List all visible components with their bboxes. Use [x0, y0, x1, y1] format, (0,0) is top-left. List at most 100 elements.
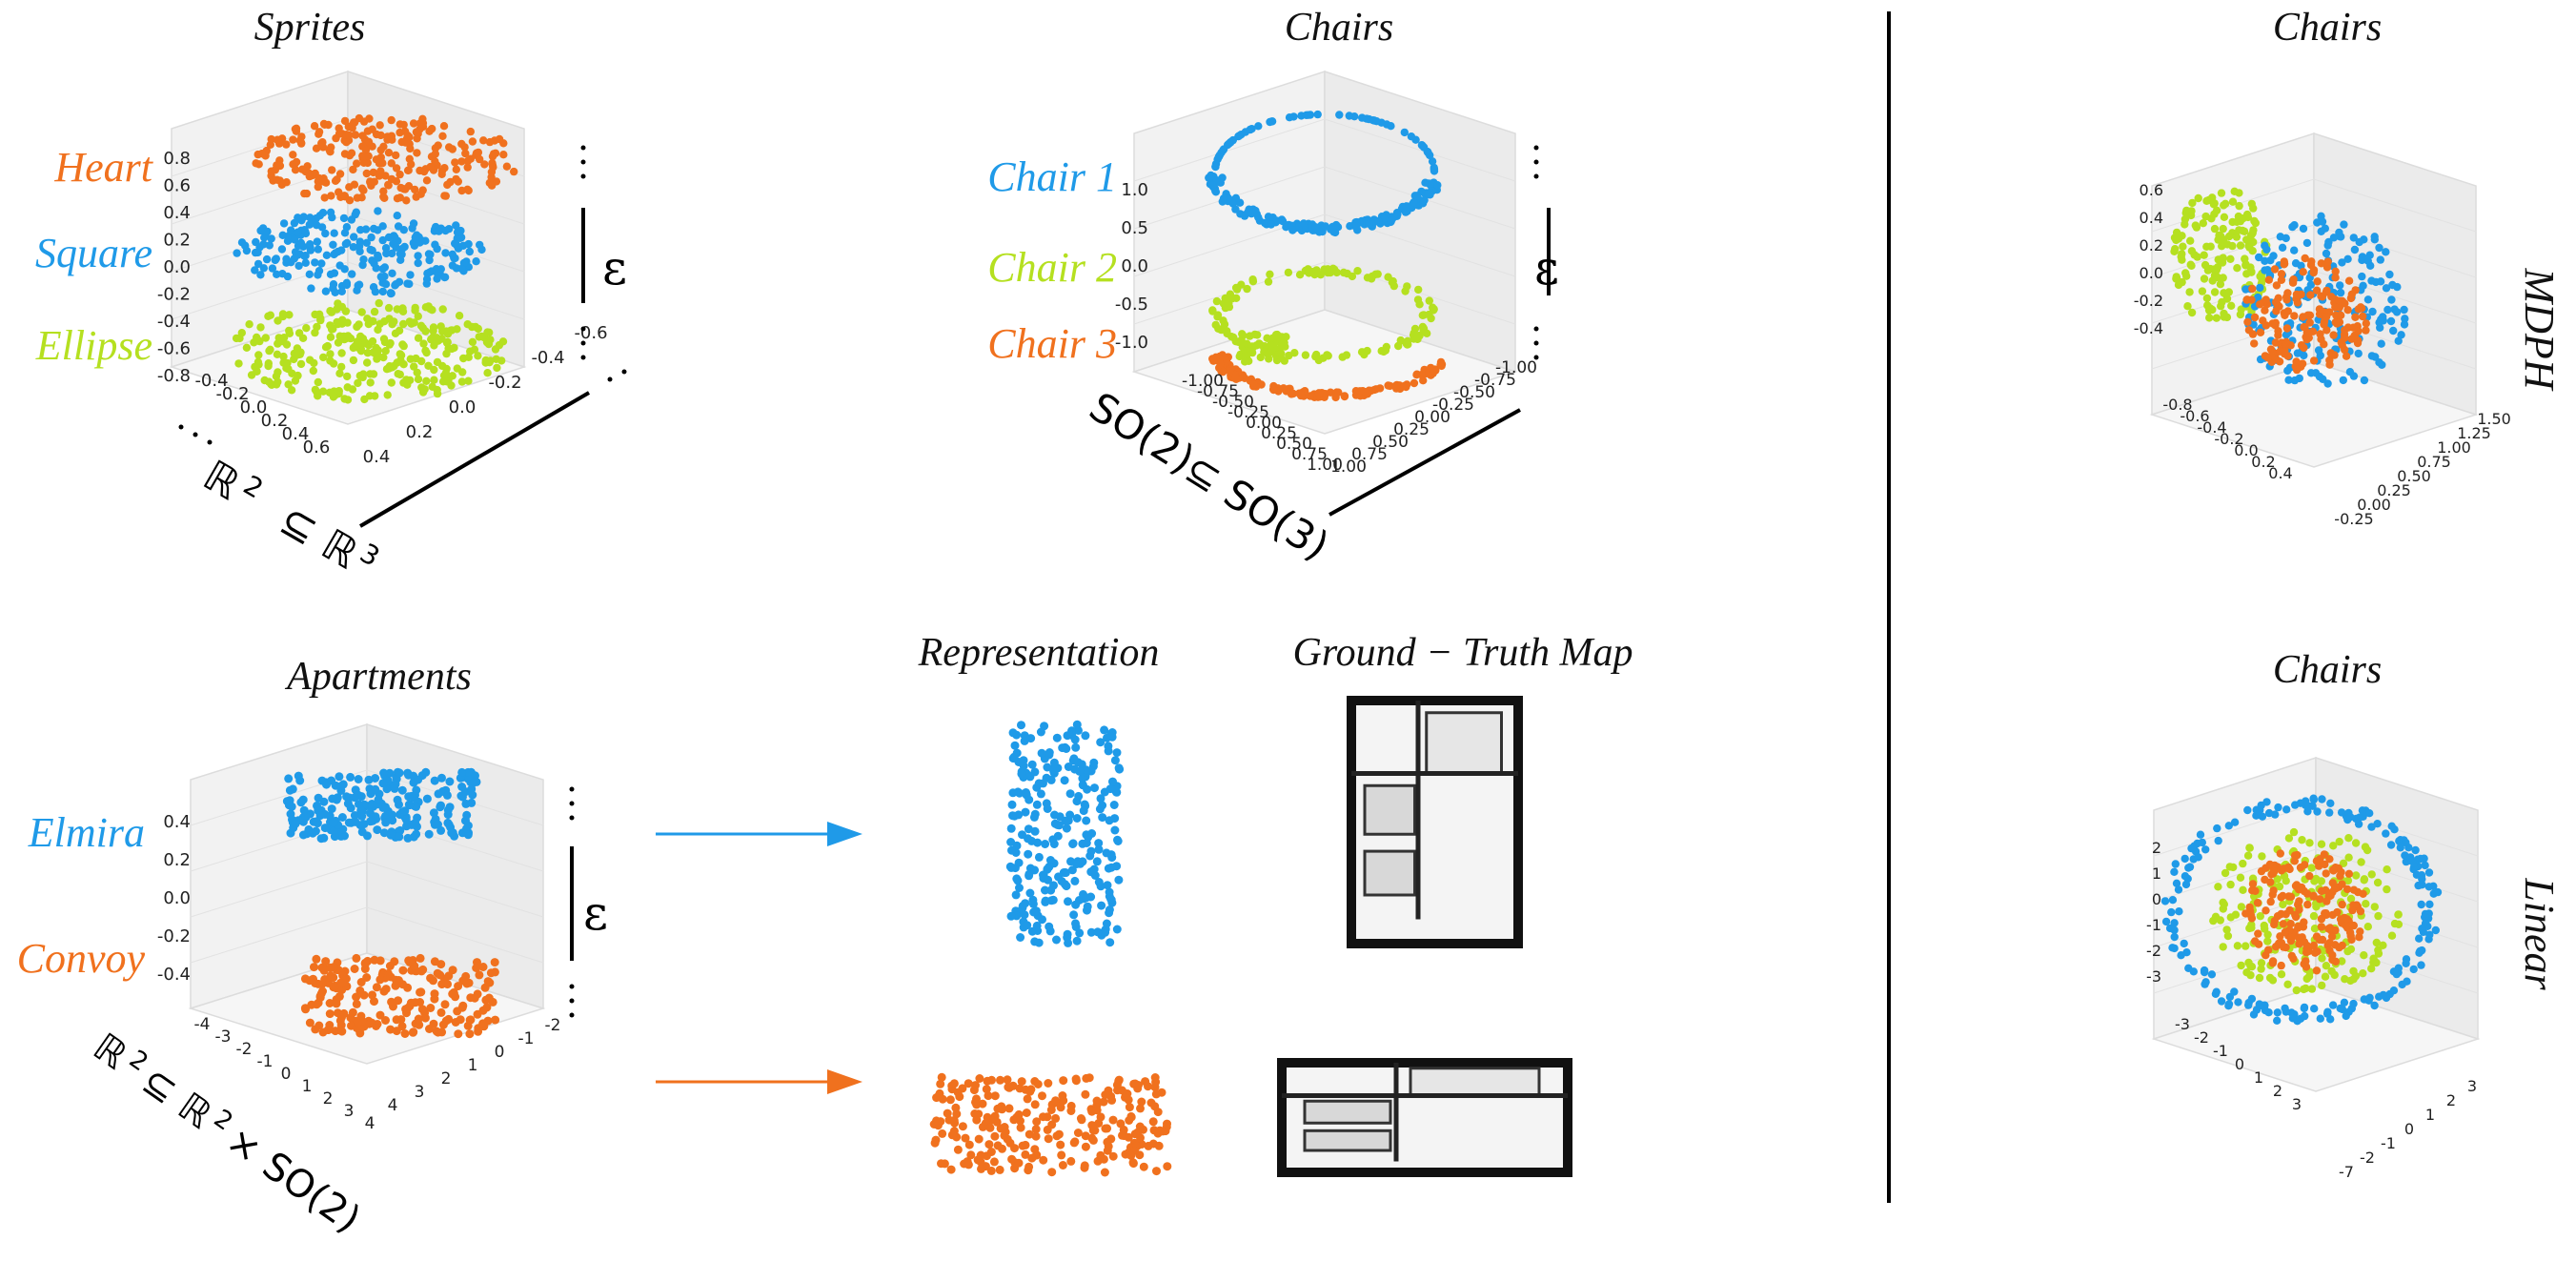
linear-blue-points-point [2264, 808, 2274, 818]
convoy-points-point [454, 1029, 463, 1039]
heart-points-point [387, 174, 396, 184]
apartments-z-ticks-label: -0.2 [157, 926, 191, 946]
mdph-z-ticks-label: -0.2 [2134, 292, 2163, 310]
elmira-points-point [288, 784, 297, 794]
chair2-points-point [1425, 296, 1434, 305]
mdph-orange-points-point [2328, 351, 2337, 359]
mdph-orange-points-point [2301, 254, 2309, 263]
mdph-blue-points-point [2392, 308, 2402, 316]
chair3-points-point [1209, 356, 1218, 365]
linear-lime-points-point [2237, 903, 2246, 911]
square-points-point [433, 244, 441, 254]
linear-orange-points-point [2298, 933, 2306, 942]
square-points-point [397, 250, 406, 259]
ellipse-points-point [316, 315, 325, 325]
linear-orange-points-point [2311, 948, 2320, 957]
apartments-z-ticks: 0.40.20.0-0.2-0.4 [157, 812, 191, 985]
heart-points-point [463, 156, 473, 166]
mdph-lime-points-point [2219, 224, 2227, 234]
elmira-points-point [311, 826, 320, 836]
mdph-lime-points-point [2172, 275, 2180, 283]
heart-points-point [353, 159, 361, 168]
convoy-points-point [408, 1027, 417, 1037]
convoy-representation-point [1126, 1151, 1136, 1160]
ellipse-points-point [349, 356, 358, 365]
convoy-points-point [394, 996, 403, 1006]
apartments-z-ticks-label: -0.4 [157, 965, 191, 985]
linear-orange-points-point [2287, 951, 2296, 961]
heart-points-point [289, 135, 297, 144]
elmira-points-point [412, 829, 421, 839]
linear-orange-points [2241, 849, 2367, 975]
mdph-orange-points-point [2263, 354, 2272, 362]
heart-points-point [384, 181, 393, 190]
chair1-points-point [1365, 219, 1373, 229]
ellipse-points-point [447, 381, 456, 390]
mdph-blue-points-point [2383, 305, 2392, 315]
convoy-representation [929, 1072, 1172, 1177]
elmira-representation-point [1034, 852, 1044, 862]
heart-points-point [296, 138, 306, 147]
mdph-lime-points-point [2241, 260, 2250, 269]
chairs-z-ticks-label: 1.0 [1121, 180, 1148, 200]
heart-points-point [319, 119, 329, 129]
linear-blue-points-point [2282, 805, 2291, 814]
elmira-representation-point [1113, 837, 1123, 845]
square-points-point [267, 234, 275, 243]
heart-points-point [359, 117, 369, 126]
mdph-orange-points-point [2294, 291, 2302, 300]
ellipse-points-point [357, 308, 366, 316]
square-points-point [330, 229, 338, 237]
square-points-point [414, 252, 422, 260]
heart-points-point [362, 169, 371, 178]
chair1-points-point [1285, 113, 1294, 122]
elmira-representation-point [1021, 899, 1030, 908]
mdph-blue-points-point [2401, 315, 2409, 323]
linear-orange-points-point [2349, 885, 2359, 894]
heart-points-point [370, 177, 378, 186]
square-points-point [311, 258, 319, 267]
heart-points-point [340, 116, 350, 126]
heart-points-point [406, 144, 415, 153]
linear-blue-points-point [2411, 845, 2420, 855]
linear-lime-points-point [2329, 842, 2338, 850]
mdph-blue-points-point [2290, 376, 2300, 385]
square-points-point [355, 237, 364, 246]
sprites-y-ticks: 0.40.20.0-0.2-0.4-0.6 [363, 323, 608, 467]
heart-points-point [466, 127, 475, 136]
elmira-representation-point [1049, 758, 1059, 767]
chair2-points-point [1401, 287, 1410, 295]
linear-blue-points-point [2273, 1016, 2282, 1026]
linear-y-ticks-label: 1 [2425, 1106, 2435, 1124]
ground-truth-maps [1277, 696, 1572, 1177]
ellipse-points-point [433, 334, 441, 342]
ellipse-points-point [364, 341, 373, 350]
heart-points-point [463, 163, 472, 172]
chair2-points-point [1413, 335, 1422, 343]
elmira-points-point [403, 833, 413, 843]
heart-points-point [353, 193, 362, 202]
convoy-points-point [440, 1000, 450, 1009]
convoy-points-point [472, 964, 481, 972]
mdph-lime-points-point [2214, 255, 2222, 264]
chair2-points-point [1235, 352, 1244, 361]
mdph-blue-points-point [2375, 243, 2383, 253]
linear-lime-points-point [2359, 969, 2367, 978]
elmira-points-point [421, 767, 431, 777]
linear-lime-points-point [2257, 959, 2266, 967]
ellipse-points-point [285, 329, 294, 337]
ellipse-points-point [370, 307, 379, 316]
chair3-points-point [1219, 368, 1227, 376]
elmira-representation-point [1104, 742, 1113, 751]
convoy-points-point [370, 997, 378, 1007]
mdph-lime-points-point [2220, 201, 2228, 210]
linear-z-ticks-label: -1 [2146, 916, 2161, 934]
square-points-point [421, 236, 430, 245]
ellipse-points-point [442, 327, 451, 336]
ellipse-points-point [459, 354, 468, 363]
chair2-points-point [1348, 272, 1357, 281]
convoy-representation-point [1044, 1079, 1053, 1088]
chair2-points-point [1241, 357, 1249, 366]
linear-lime-points-point [2233, 942, 2242, 950]
